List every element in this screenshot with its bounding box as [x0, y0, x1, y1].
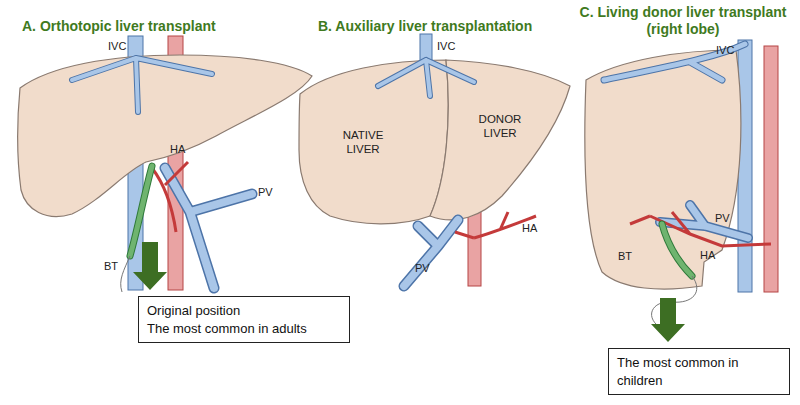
vessel-label: PV [715, 212, 730, 224]
hepatic-artery [630, 212, 771, 246]
panel-heading: A. Orthotopic liver transplant [22, 18, 216, 35]
bile-duct [130, 166, 152, 256]
portal-vein [404, 220, 458, 286]
vessel-label: IVC [716, 44, 734, 56]
liver-lobe [299, 60, 448, 224]
block-arrow [133, 242, 167, 290]
vessel-label: HA [522, 222, 537, 234]
liver-graft: C. Living donor liver transplant (right … [578, 4, 798, 294]
vessel-label: PV [415, 262, 430, 274]
vena-cava [738, 40, 752, 292]
liver-lobe [430, 60, 570, 220]
liver-outline [578, 4, 798, 294]
hepatic-vein [72, 58, 212, 112]
bile-duct [130, 166, 152, 256]
portal-vein [404, 220, 458, 286]
vessel-label: HA [700, 249, 715, 261]
hepatic-vein [378, 60, 474, 96]
aorta [764, 46, 778, 292]
liver-graft: A. Orthotopic liver transplant [14, 10, 316, 238]
liver-outline [14, 10, 316, 238]
hepatic-vein [72, 58, 212, 112]
hepatic-vein [604, 44, 745, 80]
portal-vein [660, 205, 748, 238]
note-box: Original positionThe most common in adul… [138, 296, 350, 343]
panel-heading: C. Living donor liver transplant (right … [568, 4, 798, 38]
bile-duct [662, 224, 692, 276]
block-arrow [651, 298, 685, 342]
liver-lobe [18, 55, 312, 217]
drain-string [652, 276, 697, 330]
vessel-label: BT [618, 250, 632, 262]
hepatic-artery [152, 162, 188, 232]
bile-duct [662, 224, 692, 276]
liver-graft: B. Auxiliary liver transplantation [296, 10, 576, 280]
note-text: The most common in children [617, 354, 781, 389]
note-box: The most common in children [608, 348, 790, 395]
note-text: The most common in adults [147, 320, 341, 338]
note-text: Original position [147, 302, 341, 320]
vessel-label: PV [258, 186, 273, 198]
vessel-label: BT [104, 260, 118, 272]
drain-string [121, 256, 130, 292]
liver-lobe [585, 50, 741, 289]
liver-outline [296, 10, 576, 280]
hepatic-vein [604, 44, 745, 80]
vena-cava [420, 34, 432, 64]
portal-vein [660, 205, 748, 238]
vessel-label: IVC [108, 40, 126, 52]
hepatic-vein [378, 60, 474, 96]
portal-vein [165, 168, 252, 288]
vessel-label: NATIVE LIVER [333, 128, 393, 157]
vessel-label: DONOR LIVER [470, 112, 530, 141]
panel-heading: B. Auxiliary liver transplantation [318, 18, 532, 35]
vessel-label: IVC [437, 40, 455, 52]
vessel-label: HA [170, 143, 185, 155]
portal-vein [165, 168, 252, 288]
